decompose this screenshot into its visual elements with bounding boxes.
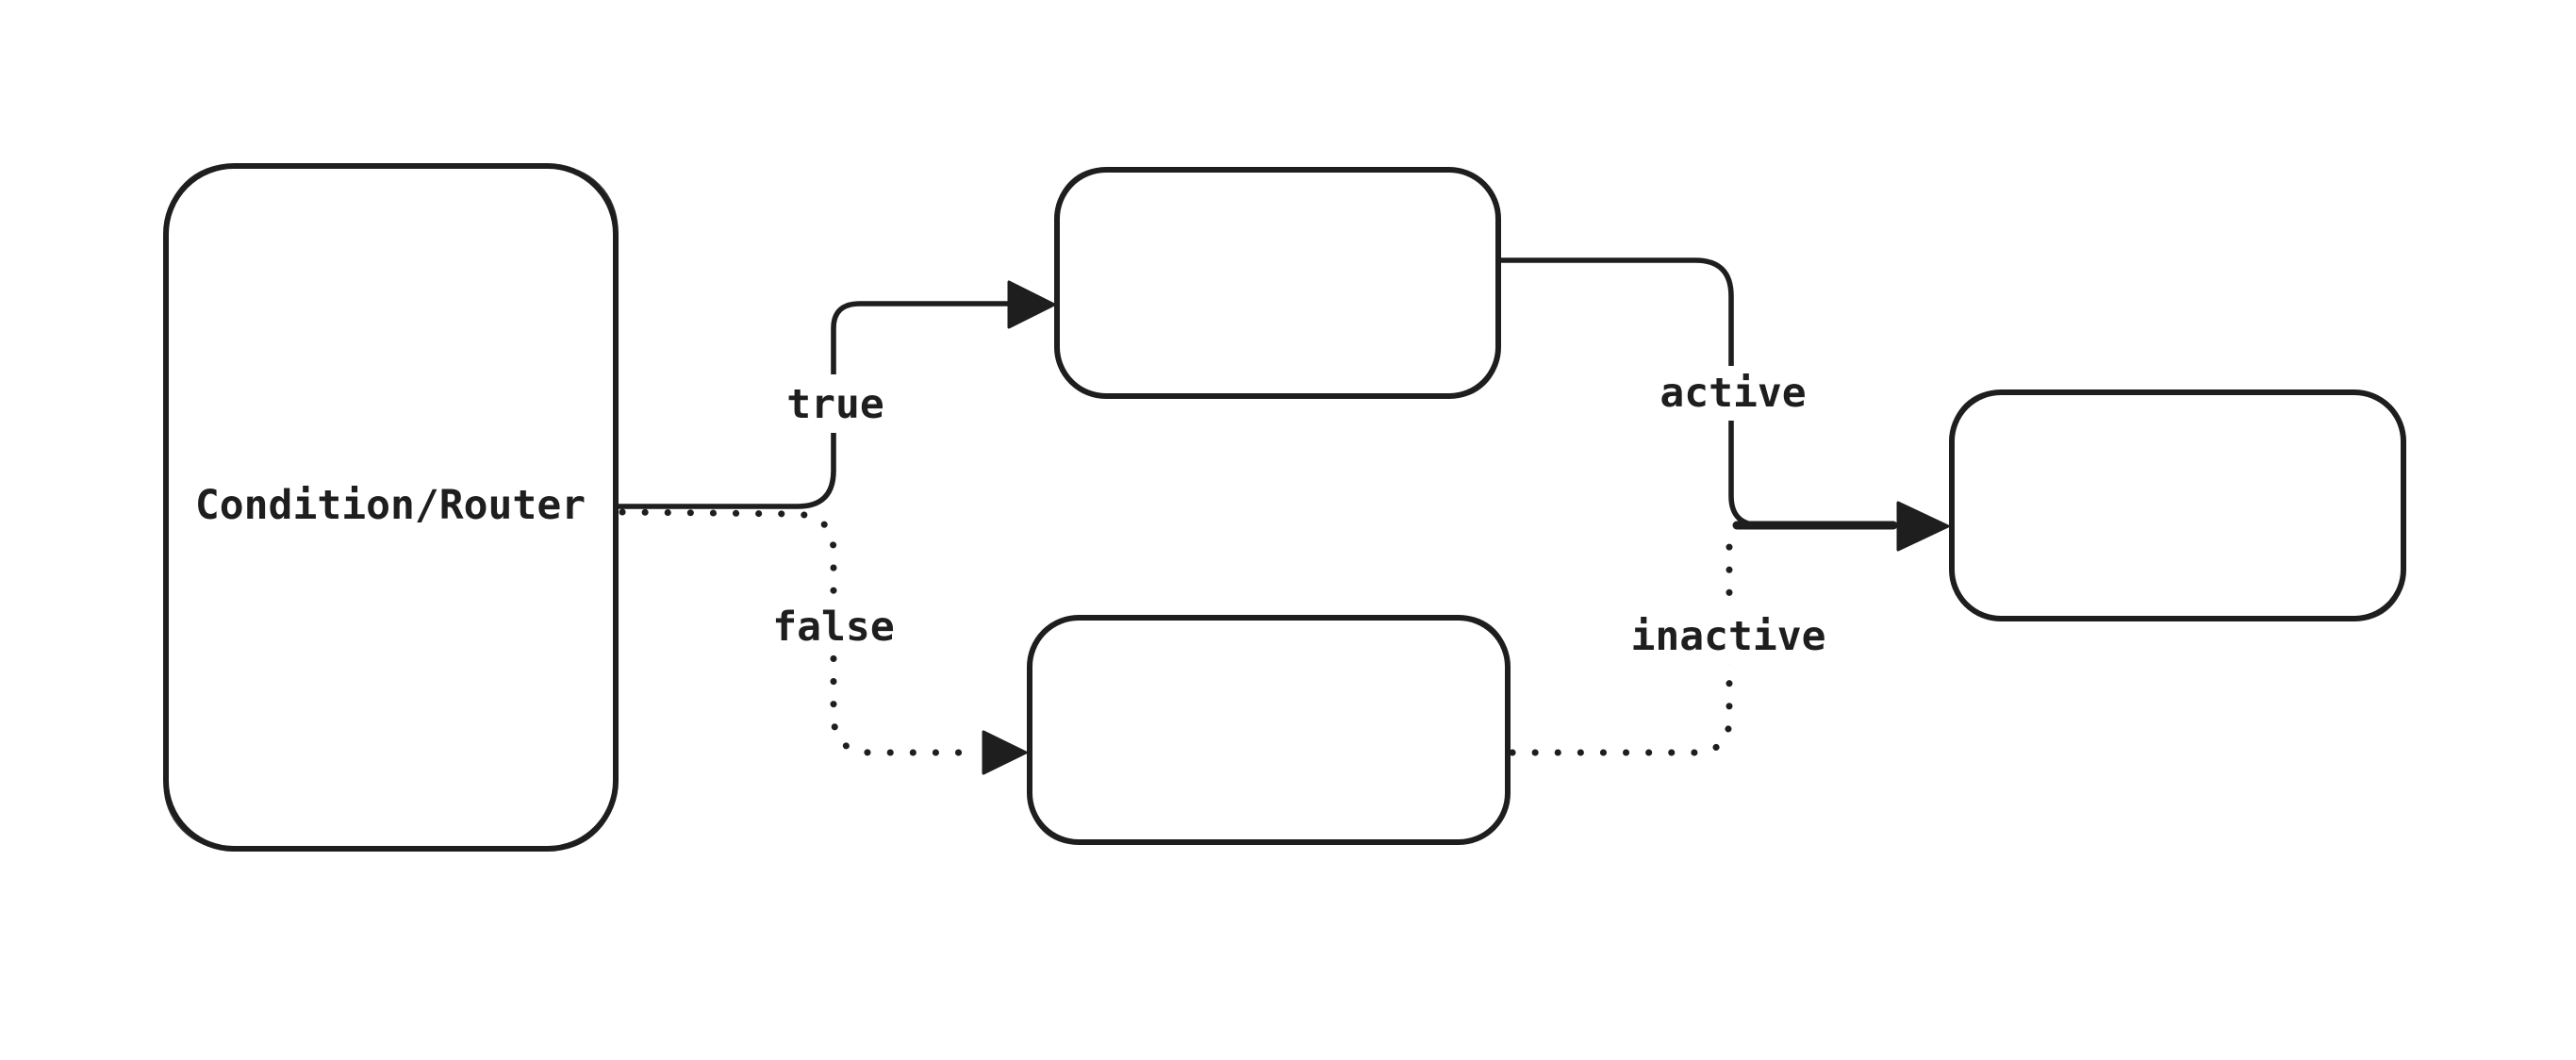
edge-false-arrowhead [982, 730, 1028, 775]
node-condition-router-label: Condition/Router [195, 482, 586, 529]
edge-inactive [1509, 536, 1733, 756]
edge-label-active-text: active [1660, 370, 1806, 417]
node-false-branch [1027, 615, 1511, 845]
edge-label-active: active [1644, 366, 1822, 421]
edge-true-arrowhead [1007, 280, 1056, 329]
edge-label-true: true [773, 374, 896, 433]
node-true-branch [1054, 167, 1501, 399]
edge-label-true-text: true [786, 381, 884, 428]
edge-label-inactive-text: inactive [1630, 613, 1825, 660]
edge-true [616, 301, 1010, 509]
node-result [1949, 389, 2406, 621]
edge-label-false-text: false [772, 604, 894, 651]
edge-label-inactive: inactive [1616, 609, 1841, 664]
edge-label-false: false [756, 600, 909, 654]
node-condition-router: Condition/Router [163, 163, 619, 852]
edge-merge-arrowhead [1896, 501, 1950, 552]
